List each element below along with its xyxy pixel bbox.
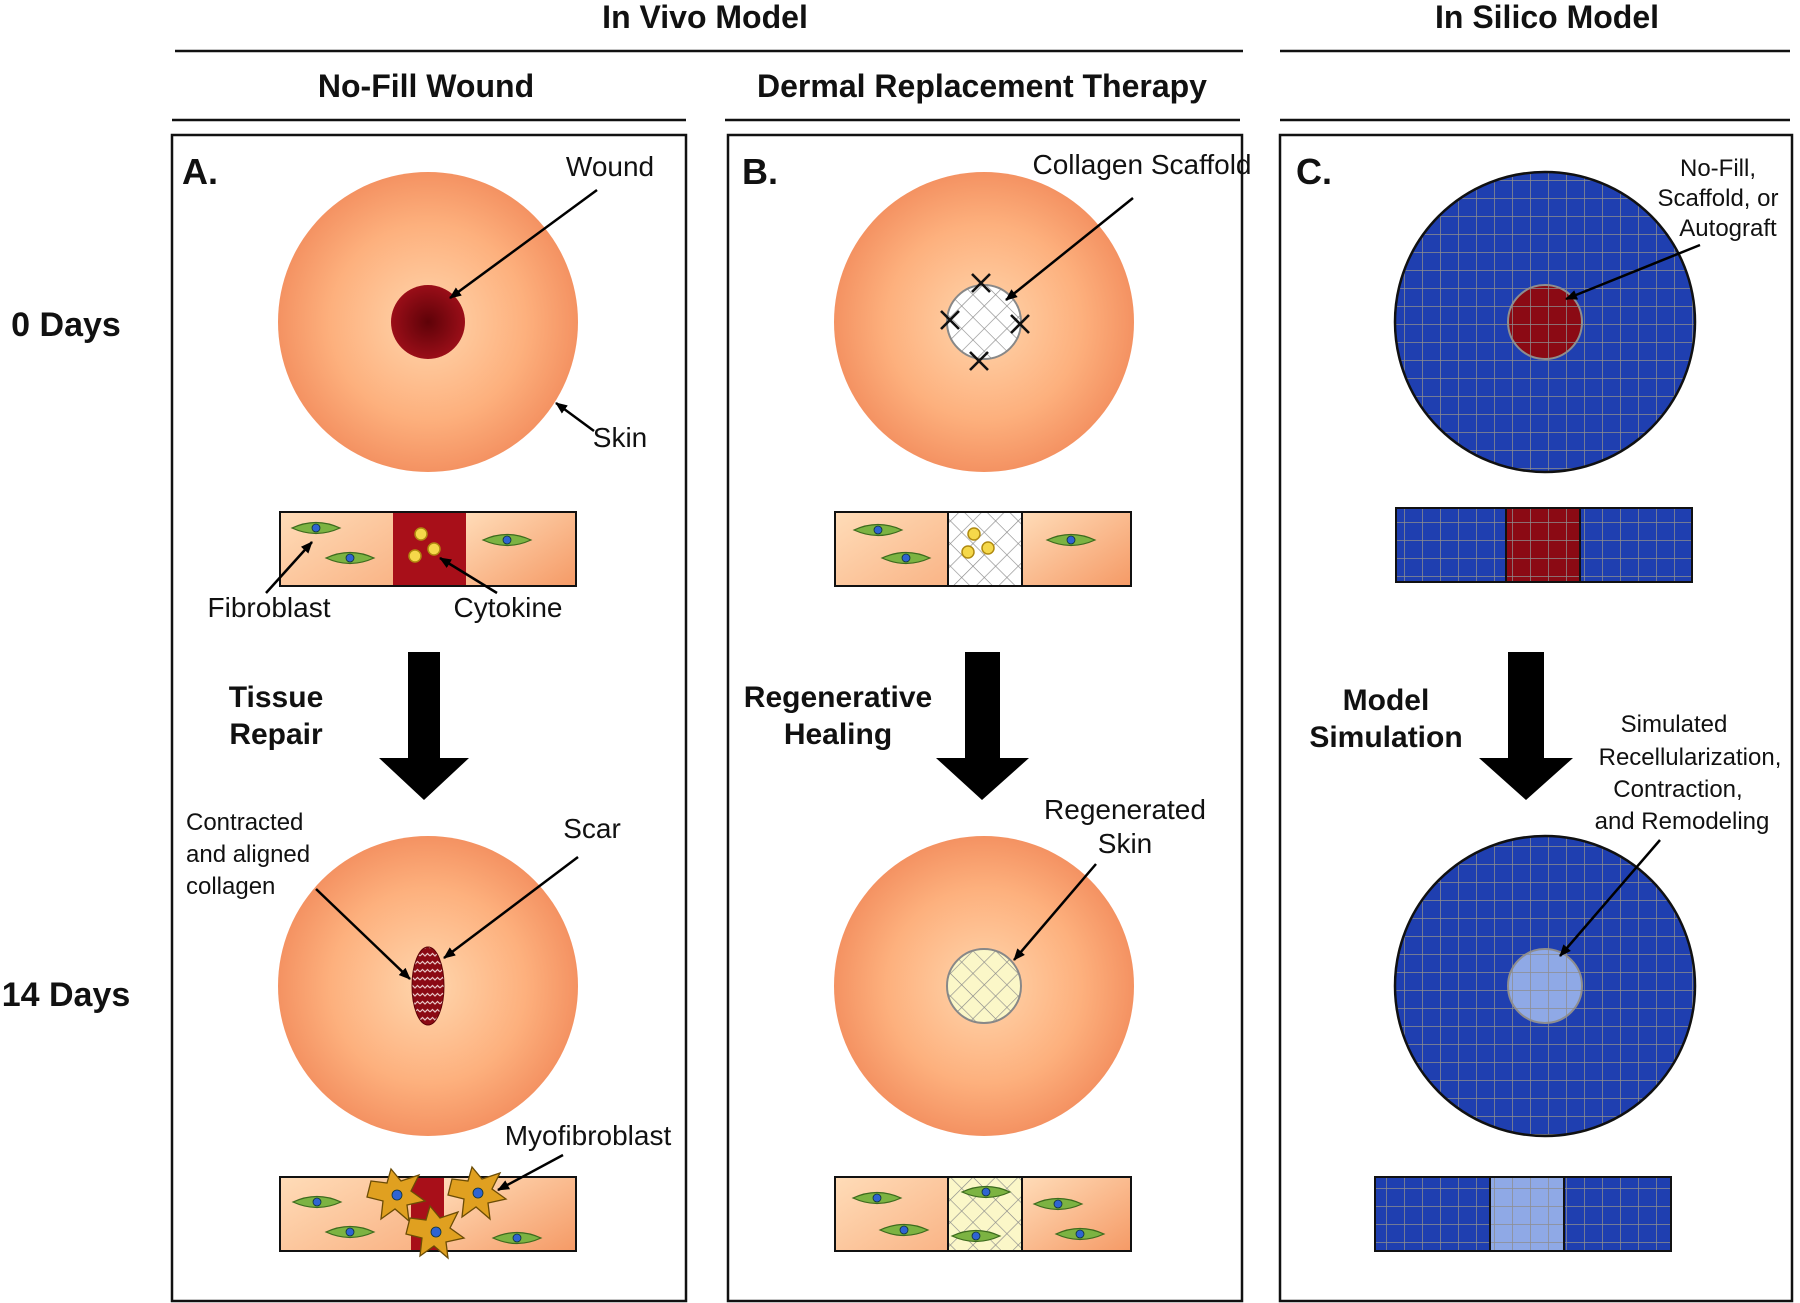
step-label-a-line2: Repair — [229, 718, 323, 751]
collagen-label-line1: Contracted — [186, 809, 303, 836]
step-arrow-a — [379, 652, 469, 800]
grid-strip-c-day0 — [1395, 507, 1693, 583]
tissue-strip-b-day14 — [834, 1176, 1132, 1252]
myofibroblast-label: Myofibroblast — [505, 1120, 672, 1151]
panel-b-frame — [726, 133, 1244, 1303]
step-arrow-b — [936, 652, 1029, 800]
step-label-c-line2: Simulation — [1309, 721, 1462, 754]
step-arrow-c — [1479, 652, 1573, 800]
tissue-strip-a-day14 — [279, 1166, 577, 1259]
graft-label-line3: Autograft — [1679, 215, 1777, 242]
in-silico-header: In Silico Model — [1435, 0, 1659, 35]
regenerated-label-line2: Skin — [1098, 828, 1152, 859]
cytokine-dot — [981, 541, 995, 555]
simulated-label-line1: Simulated — [1621, 711, 1728, 738]
myofibroblast-pointer — [497, 1153, 564, 1192]
panel-c-letter: C. — [1296, 151, 1332, 192]
step-label-b-line1: Regenerative — [744, 681, 932, 714]
fibroblast-label: Fibroblast — [208, 592, 331, 623]
simulation-grid-day14 — [1393, 834, 1697, 1138]
fibroblast-pointer — [265, 541, 313, 594]
graft-label-line1: No-Fill, — [1680, 155, 1756, 182]
step-label-c-line1: Model — [1343, 684, 1430, 717]
step-label-a-line1: Tissue — [229, 681, 324, 714]
cytokine-pointer — [439, 556, 498, 595]
day-14-label: 14 Days — [2, 976, 131, 1014]
grid-strip-c-day14 — [1374, 1176, 1672, 1252]
wound-pointer — [449, 188, 598, 300]
step-label-b-line2: Healing — [784, 718, 892, 751]
skin-pointer — [555, 401, 595, 433]
drt-header: Dermal Replacement Therapy — [757, 68, 1207, 104]
cytokine-dot — [408, 549, 422, 563]
cytokine-dot — [961, 545, 975, 559]
tissue-strip-a-day0 — [279, 511, 577, 587]
tissue-strip-b-day0 — [834, 511, 1132, 587]
collagen-label-line3: collagen — [186, 873, 275, 900]
graft-pointer — [1565, 243, 1701, 301]
wound-label: Wound — [566, 151, 654, 182]
panel-b-letter: B. — [742, 151, 778, 192]
collagen-pointer — [315, 888, 411, 980]
in-vivo-header: In Vivo Model — [602, 0, 808, 35]
skin-label: Skin — [593, 422, 647, 453]
simulation-grid-day0 — [1393, 170, 1697, 474]
simulated-label-line3: Contraction, — [1613, 776, 1742, 803]
wound-disk — [391, 285, 465, 359]
collagen-label-line2: and aligned — [186, 841, 310, 868]
day-0-label: 0 Days — [11, 306, 121, 344]
regenerated-mesh — [946, 948, 1022, 1024]
panel-a-letter: A. — [182, 151, 218, 192]
no-fill-header: No-Fill Wound — [318, 68, 534, 104]
simulated-label-line2: Recellularization, — [1599, 744, 1782, 771]
regenerated-pointer — [1013, 863, 1097, 961]
scar-pointer — [443, 856, 579, 959]
graft-label-line2: Scaffold, or — [1658, 185, 1779, 212]
panel-c-frame — [1278, 133, 1794, 1303]
cytokine-label: Cytokine — [454, 592, 563, 623]
cytokine-dot — [414, 527, 428, 541]
cytokine-dot — [427, 542, 441, 556]
scaffold-label: Collagen Scaffold — [1033, 149, 1252, 180]
regenerated-label-line1: Regenerated — [1044, 794, 1206, 825]
scar-label: Scar — [563, 813, 621, 844]
panel-a-frame — [170, 133, 688, 1303]
scar-ellipse — [411, 946, 445, 1026]
cytokine-dot — [967, 527, 981, 541]
simulated-pointer — [1559, 839, 1661, 957]
scaffold-pointer — [1005, 197, 1134, 301]
simulated-label-line4: and Remodeling — [1595, 808, 1770, 835]
